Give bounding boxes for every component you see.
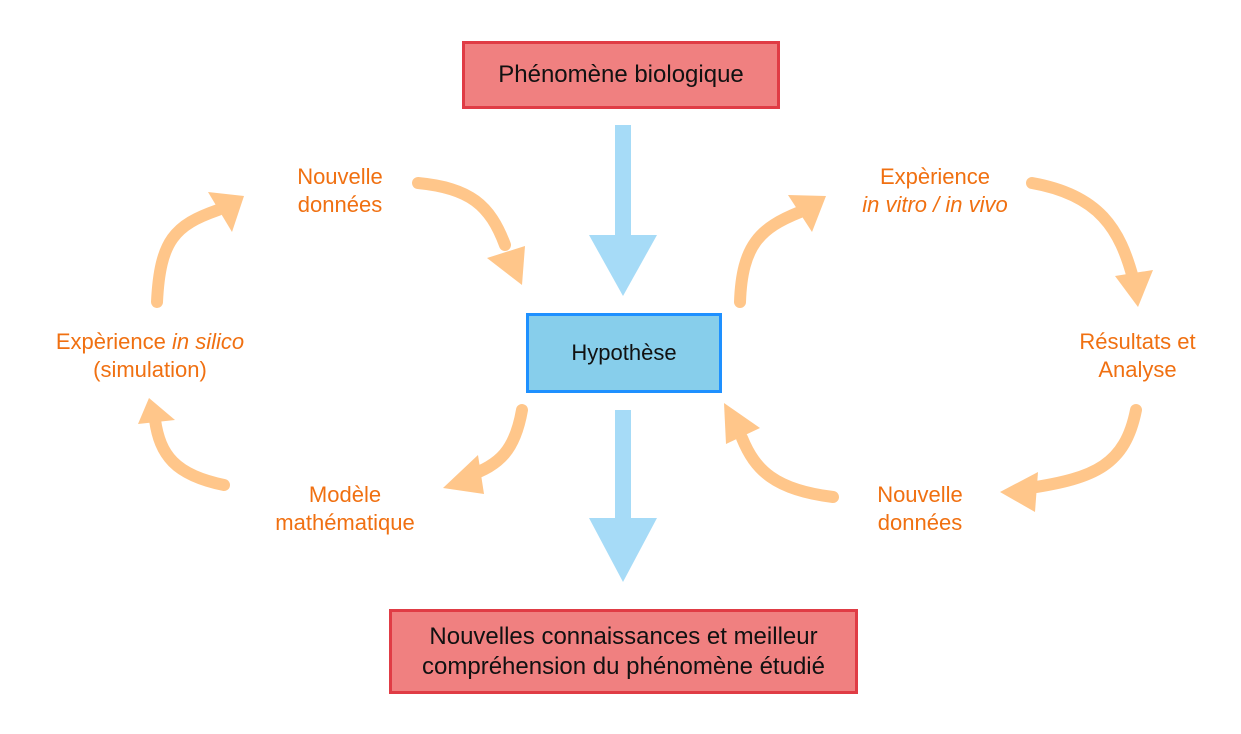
curve-exp-right-to-results xyxy=(1026,177,1139,284)
arrowhead-4 xyxy=(443,455,484,494)
label-in-vitro-line2: in vitro / in vivo xyxy=(862,191,1008,217)
arrowhead-6 xyxy=(1115,270,1153,307)
label-in-silico-plain: Expèrience xyxy=(55,329,173,354)
node-new-knowledge: Nouvelles connaissances et meilleur comp… xyxy=(389,609,858,694)
arrowhead-7 xyxy=(1000,472,1038,512)
label-in-silico-line1: Expèrience in silico xyxy=(20,328,280,356)
label-new-data-right: Nouvelle données xyxy=(850,481,990,536)
label-in-silico-line2: (simulation) xyxy=(93,356,207,382)
arrowhead-8 xyxy=(724,403,760,444)
arrow-hypothesis-to-bottom xyxy=(589,410,657,582)
curve-hypothesis-to-exp-right xyxy=(734,206,806,308)
label-in-silico-experiment: Expèrience in silico (simulation) xyxy=(20,328,280,383)
label-new-data-left: Nouvelle données xyxy=(270,163,410,218)
label-new-data-right-line2: données xyxy=(877,509,963,535)
label-new-data-left-line1: Nouvelle xyxy=(297,164,383,189)
node-biological-phenomenon: Phénomène biologique xyxy=(462,41,780,109)
label-new-data-right-line1: Nouvelle xyxy=(877,482,963,507)
node-hypothesis: Hypothèse xyxy=(526,313,722,393)
label-new-data-left-line2: données xyxy=(297,191,383,217)
label-in-vitro-line1: Expèrience xyxy=(879,164,991,189)
label-results-line1: Résultats et xyxy=(1079,329,1196,354)
node-hypothesis-label: Hypothèse xyxy=(571,339,677,365)
label-math-model: Modèle mathématique xyxy=(250,481,440,536)
curve-left-mid-to-top xyxy=(151,204,224,308)
node-new-knowledge-line1: Nouvelles connaissances et meilleur xyxy=(429,623,818,651)
arrow-top-to-hypothesis xyxy=(589,125,657,296)
node-biological-phenomenon-label: Phénomène biologique xyxy=(498,61,744,89)
arrowhead-1 xyxy=(487,246,525,285)
node-new-knowledge-line2: compréhension du phénomène étudié xyxy=(422,652,825,680)
label-results-analysis: Résultats et Analyse xyxy=(1055,328,1220,383)
arrowhead-2 xyxy=(208,192,244,232)
label-results-line2: Analyse xyxy=(1098,356,1177,382)
label-in-vitro-experiment: Expèrience in vitro / in vivo xyxy=(830,163,1040,218)
curve-results-to-data-right xyxy=(1024,404,1142,494)
arrowhead-5 xyxy=(788,195,826,232)
curve-left-top-to-hypothesis xyxy=(412,177,511,251)
label-math-model-line1: Modèle xyxy=(308,482,382,507)
curve-data-right-to-hypothesis xyxy=(736,432,839,503)
label-math-model-line2: mathématique xyxy=(275,509,415,535)
curve-left-bottom-to-mid xyxy=(149,414,230,491)
label-in-silico-italic: in silico xyxy=(172,329,245,354)
arrowhead-3 xyxy=(138,398,175,424)
